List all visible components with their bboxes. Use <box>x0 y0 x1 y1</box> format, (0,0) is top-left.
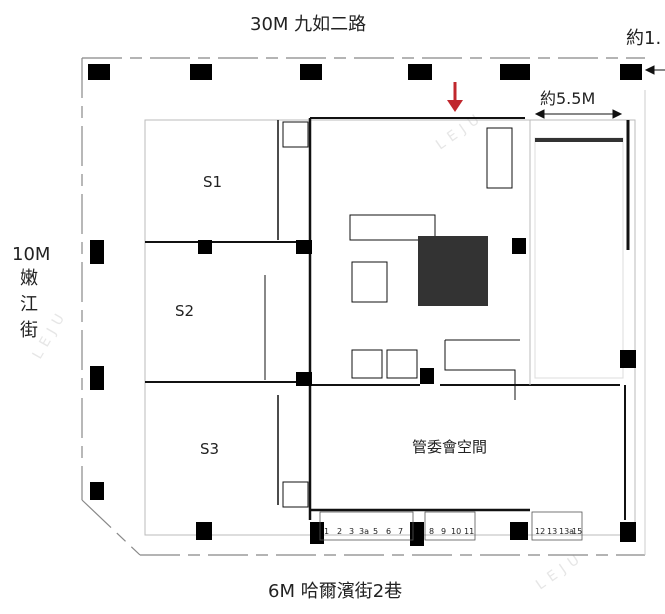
stall-number: 3a <box>359 527 369 536</box>
street-west-line: 街 <box>20 320 38 341</box>
stall-number: 13 <box>547 527 557 536</box>
unit-s2: S2 <box>175 302 194 320</box>
dimension-arrow-icon <box>534 65 665 119</box>
site-boundary <box>81 57 645 556</box>
common-space-label: 管委會空間 <box>412 438 487 456</box>
entrance-arrow-icon <box>447 82 463 112</box>
structural-columns <box>88 64 642 546</box>
stall-number: 11 <box>464 527 474 536</box>
stall-number: 10 <box>451 527 461 536</box>
ramp <box>534 137 624 379</box>
street-west-line: 嫩 <box>20 268 38 289</box>
stall-number: 6 <box>386 527 391 536</box>
stall-number: 2 <box>337 527 342 536</box>
stall-number: 1 <box>324 527 329 536</box>
stall-number: 12 <box>535 527 545 536</box>
stair-core <box>418 236 488 306</box>
stall-number: 13a <box>559 527 574 536</box>
stall-number: 8 <box>429 527 434 536</box>
parking-numbers: 1 2 3 3a 5 6 7 8 9 10 11 12 13 13a 15 <box>324 527 582 536</box>
building-walls <box>144 117 636 536</box>
parking-stalls <box>319 511 583 541</box>
stall-number: 9 <box>441 527 446 536</box>
stall-number: 7 <box>398 527 403 536</box>
watermark: LEJU <box>433 109 487 154</box>
street-west-line: 10M <box>12 244 50 265</box>
stall-number: 3 <box>349 527 354 536</box>
street-south: 6M 哈爾濱街2巷 <box>268 581 402 602</box>
dimension-label: 約5.5M <box>540 89 595 108</box>
street-west-line: 江 <box>20 294 38 315</box>
street-north: 30M 九如二路 <box>250 14 366 35</box>
stall-number: 5 <box>373 527 378 536</box>
unit-s3: S3 <box>200 440 219 458</box>
stall-number: 15 <box>572 527 582 536</box>
dimension-label: 約1. <box>626 28 661 49</box>
unit-s1: S1 <box>203 173 222 191</box>
